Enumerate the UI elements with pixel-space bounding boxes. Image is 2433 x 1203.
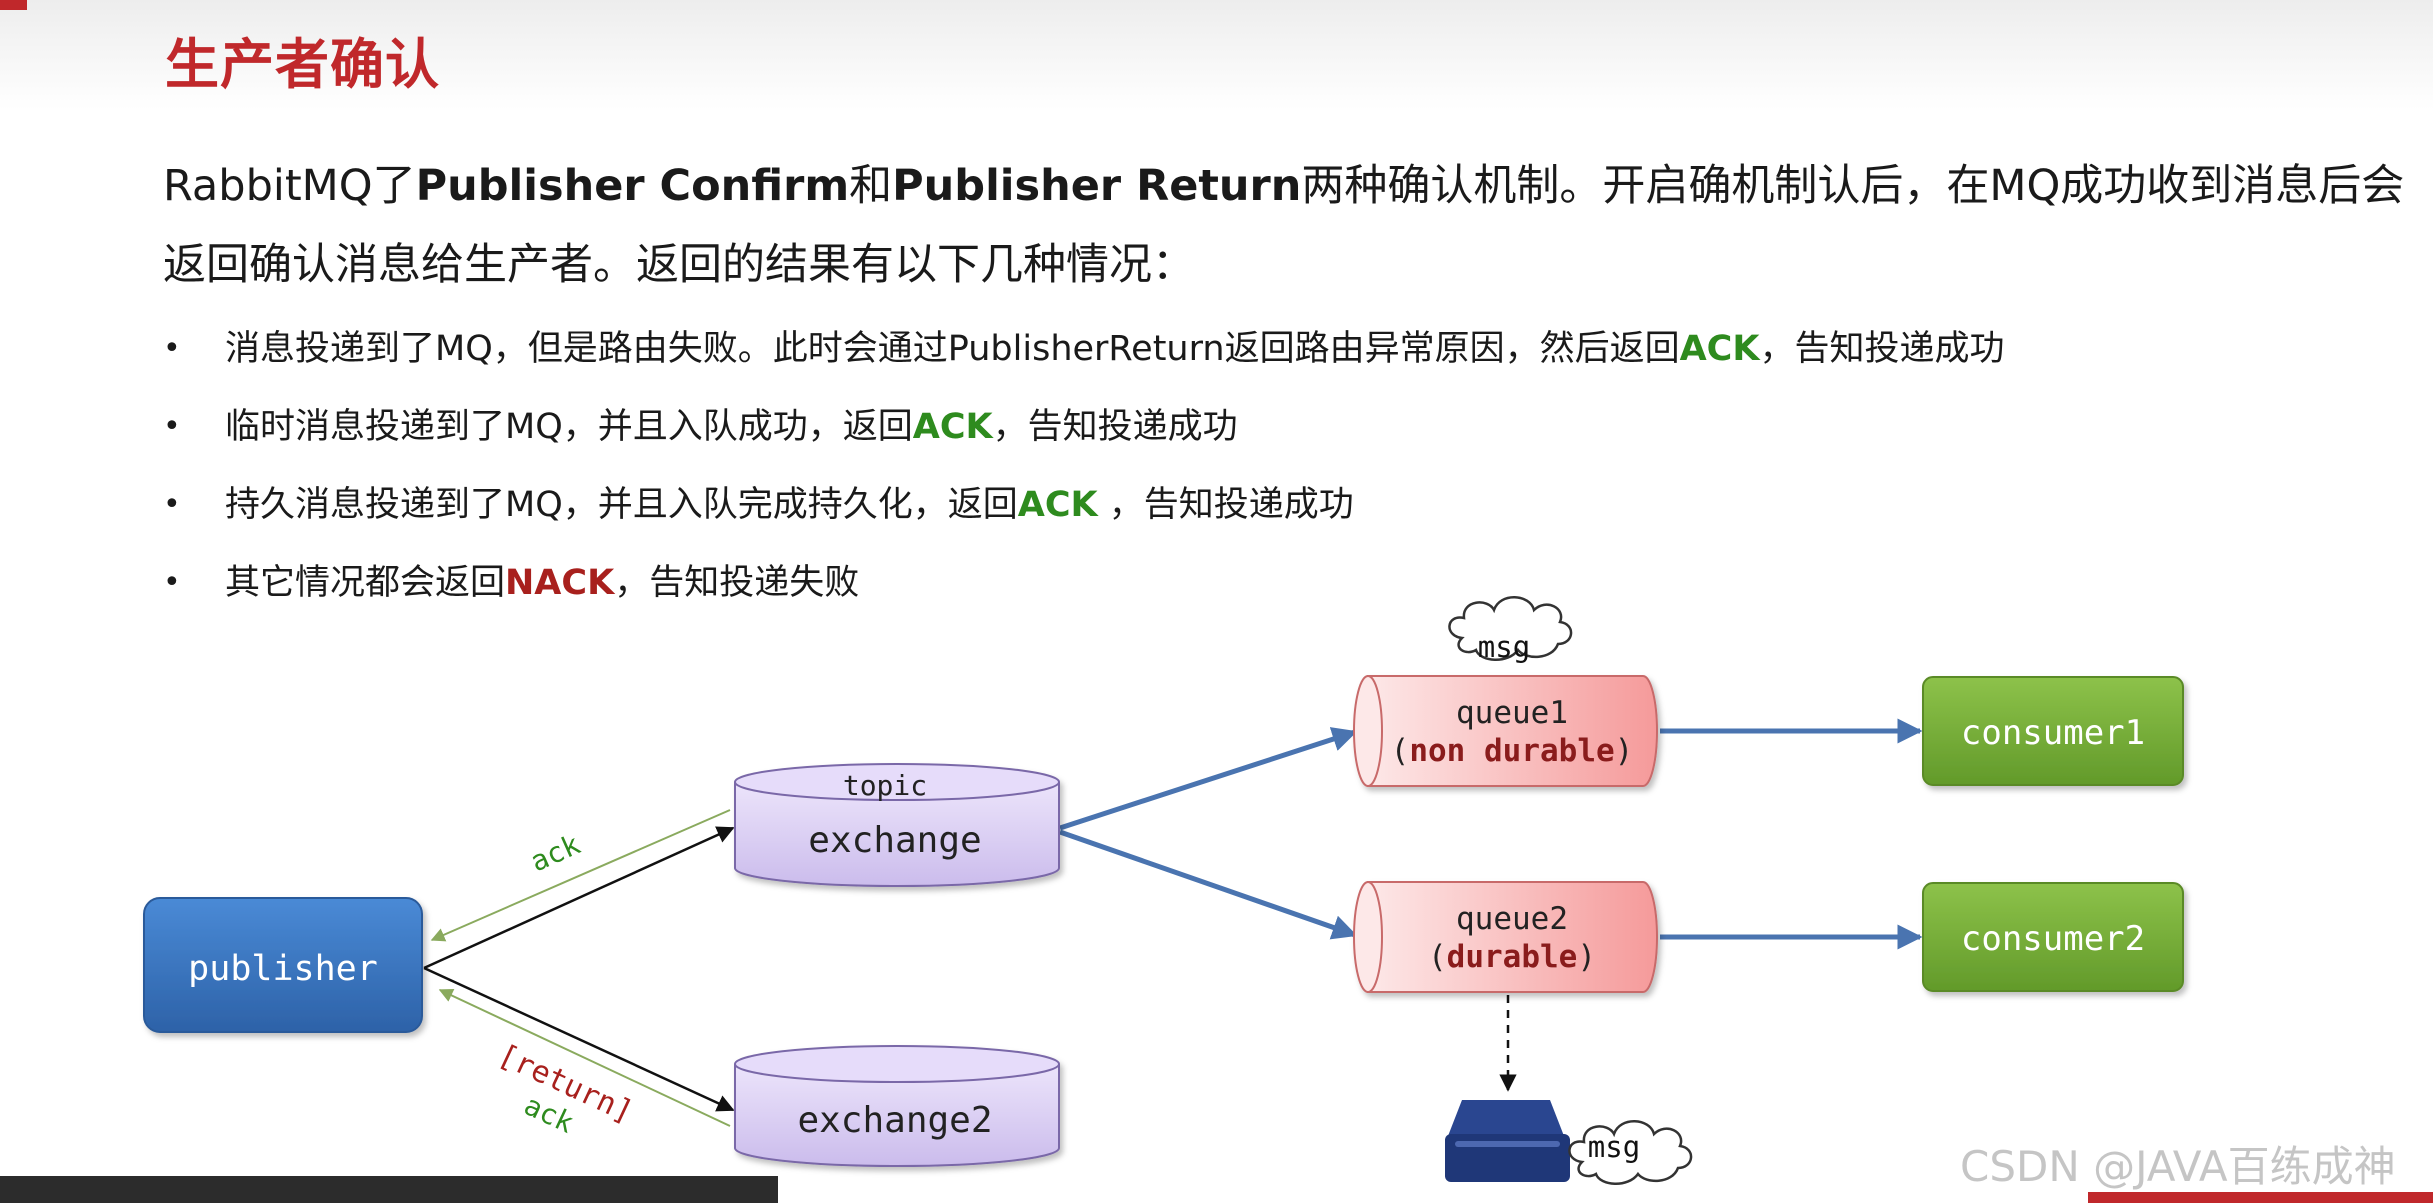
publisher-node [143, 897, 423, 1033]
publisher-label: publisher [188, 949, 378, 989]
exchange-node [734, 763, 1060, 887]
publish-arrow-exchange2 [423, 966, 735, 1112]
nack-tag: NACK [505, 563, 615, 603]
slide-title: 生产者确认 [165, 33, 440, 96]
bullet-item: • 持久消息投递到了MQ，并且入队完成持久化，返回ACK ，告知投递成功 [163, 475, 2363, 553]
intro-paragraph: RabbitMQ了Publisher Confirm和Publisher Ret… [163, 147, 2413, 305]
queue2-open: ( [1428, 939, 1447, 975]
ack-tag: ACK [1679, 329, 1760, 369]
consumer2-label: consumer2 [1961, 919, 2145, 959]
player-bar [0, 1176, 778, 1203]
ack-tag: ACK [912, 407, 993, 447]
corner-mark [0, 0, 27, 10]
queue2-label: queue2 [1456, 901, 1568, 937]
bullet-text: 临时消息投递到了MQ，并且入队成功，返回 [225, 407, 913, 447]
bullet-dot: • [163, 487, 181, 522]
publish-arrow-exchange [423, 826, 735, 970]
msg-cloud-label: msg [1478, 630, 1530, 664]
queue1-node [1353, 675, 1658, 787]
consumer2-node [1922, 882, 2184, 992]
bullet-dot: • [163, 331, 181, 366]
bullet-item: • 消息投递到了MQ，但是路由失败。此时会通过PublisherReturn返回路… [163, 319, 2363, 397]
bullet-suffix: ，告知投递失败 [614, 563, 860, 603]
consumer1-node [1922, 676, 2184, 786]
intro-text-3: 两种确认机制。开启确机制认后，在MQ成功收到消息后会返回确认消息给生产者。返回的… [163, 161, 2405, 290]
title-band [0, 0, 2433, 110]
intro-bold-2: Publisher Return [892, 161, 1302, 211]
bullet-text: 其它情况都会返回 [225, 563, 506, 603]
return-ack-arrow-exchange2 [438, 989, 731, 1127]
queue2-mode: durable [1447, 939, 1578, 975]
bottom-accent [2088, 1192, 2433, 1203]
intro-text-1: RabbitMQ了 [163, 161, 416, 211]
msg-cloud-icon [1448, 596, 1573, 661]
exchange-type-label: topic [843, 769, 927, 802]
bullet-dot: • [163, 409, 181, 444]
bullet-suffix: ，告知投递成功 [1097, 485, 1354, 525]
bullet-suffix: ，告知投递成功 [992, 407, 1238, 447]
bullet-text: 消息投递到了MQ，但是路由失败。此时会通过PublisherReturn返回路由… [225, 329, 1680, 369]
queue1-mode-line: (non durable) [1391, 733, 1634, 769]
queue2-close: ) [1577, 939, 1596, 975]
bullet-item: • 临时消息投递到了MQ，并且入队成功，返回ACK，告知投递成功 [163, 397, 2363, 475]
bullet-item: • 其它情况都会返回NACK，告知投递失败 [163, 553, 2363, 631]
intro-text-2: 和 [849, 161, 893, 211]
msg-disk-label: msg [1588, 1130, 1640, 1164]
bullet-text: 持久消息投递到了MQ，并且入队完成持久化，返回 [225, 485, 1018, 525]
bullet-list: • 消息投递到了MQ，但是路由失败。此时会通过PublisherReturn返回路… [163, 319, 2363, 631]
watermark: CSDN @JAVA百练成神 [1960, 1142, 2396, 1191]
bullet-dot: • [163, 565, 181, 600]
queue2-node [1353, 881, 1658, 993]
queue2-mode-line: (durable) [1428, 939, 1596, 975]
route-arrow-queue1 [1059, 727, 1358, 831]
exchange2-label: exchange2 [797, 1100, 992, 1141]
queue1-label: queue1 [1456, 695, 1568, 731]
consumer1-label: consumer1 [1961, 713, 2145, 753]
exchange-label: exchange [808, 820, 981, 861]
exchange2-node [734, 1045, 1060, 1167]
queue1-close: ) [1615, 733, 1634, 769]
ack-label-top: ack [525, 828, 585, 879]
intro-bold-1: Publisher Confirm [415, 161, 850, 211]
route-arrow-queue2 [1059, 829, 1358, 940]
disk-icon [1445, 1100, 1570, 1182]
ack-tag: ACK [1017, 485, 1098, 525]
queue1-open: ( [1391, 733, 1410, 769]
queue1-mode: non durable [1409, 733, 1614, 769]
msg-disk-cloud-icon [1568, 1120, 1693, 1185]
ack-arrow-exchange [430, 809, 731, 942]
bullet-suffix: ，告知投递成功 [1759, 329, 2005, 369]
